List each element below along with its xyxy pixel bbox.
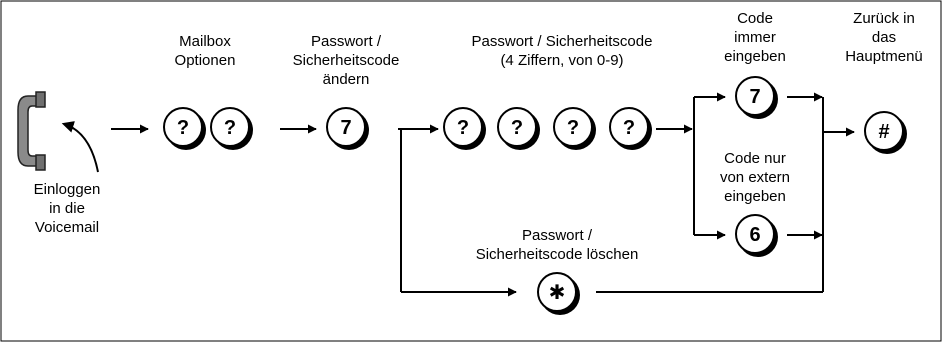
svg-text:?: ?: [177, 117, 189, 139]
delete-code-label-line-1: Passwort /: [522, 227, 593, 244]
svg-text:?: ?: [457, 117, 469, 139]
extern-only-label-line-2: von extern: [720, 169, 790, 186]
key-digit-4: ?: [609, 107, 652, 150]
back-to-menu-label-line-3: Hauptmenü: [845, 48, 923, 65]
key-digit-1: ?: [443, 107, 486, 150]
change-code-label-line-2: Sicherheitscode: [293, 52, 400, 69]
always-enter-label-line-1: Code: [737, 10, 773, 27]
key-digit-2: ?: [497, 107, 540, 150]
key-mailbox-1: ?: [163, 107, 206, 150]
svg-text:?: ?: [567, 117, 579, 139]
svg-text:#: #: [878, 121, 889, 143]
extern-only-label-line-1: Code nur: [724, 150, 786, 167]
phone-handset-icon: [17, 91, 46, 171]
key-star: ✱: [537, 272, 580, 315]
svg-text:✱: ✱: [549, 282, 566, 304]
key-hash: #: [864, 111, 907, 154]
svg-text:?: ?: [623, 117, 635, 139]
login-label-line-1: Einloggen: [34, 181, 101, 198]
key-extern-6: 6: [735, 214, 778, 257]
key-digit-3: ?: [553, 107, 596, 150]
login-label-line-2: in die: [49, 200, 85, 217]
always-enter-label-line-2: immer: [734, 29, 776, 46]
change-code-label-line-1: Passwort /: [311, 33, 382, 50]
login-curved-arrow: [61, 121, 99, 173]
change-code-label-line-3: ändern: [323, 71, 370, 88]
code-entry-label-line-2: (4 Ziffern, von 0-9): [500, 52, 623, 69]
key-mailbox-2: ?: [210, 107, 253, 150]
svg-text:7: 7: [340, 117, 351, 139]
mailbox-options-label-line-1: Mailbox: [179, 33, 231, 50]
code-entry-label-line-1: Passwort / Sicherheitscode: [472, 33, 653, 50]
extern-only-label-line-3: eingeben: [724, 188, 786, 205]
svg-text:?: ?: [224, 117, 236, 139]
always-enter-label-line-3: eingeben: [724, 48, 786, 65]
back-to-menu-label-line-1: Zurück in: [853, 10, 915, 27]
key-change-7: 7: [326, 107, 369, 150]
mailbox-options-label-line-2: Optionen: [175, 52, 236, 69]
svg-text:6: 6: [749, 224, 760, 246]
login-label-line-3: Voicemail: [35, 219, 99, 236]
svg-text:7: 7: [749, 86, 760, 108]
delete-code-label-line-2: Sicherheitscode löschen: [476, 246, 639, 263]
svg-text:?: ?: [511, 117, 523, 139]
key-always-7: 7: [735, 76, 778, 119]
back-to-menu-label-line-2: das: [872, 29, 896, 46]
